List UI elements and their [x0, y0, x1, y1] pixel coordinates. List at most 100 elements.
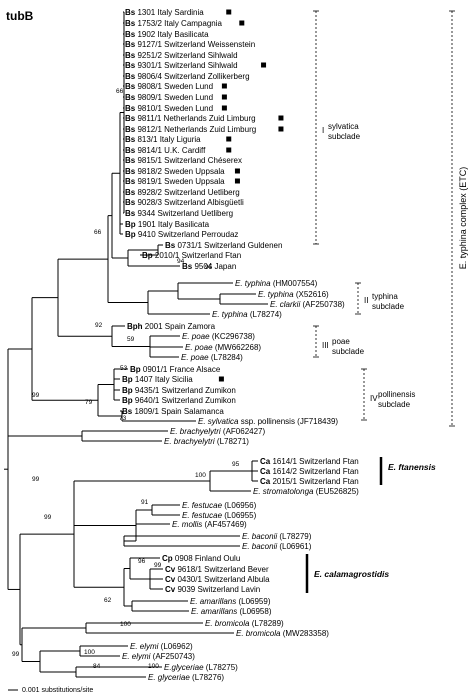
strain-label: 1902 Italy Basilicata [137, 30, 209, 39]
accession: (L06961) [279, 542, 311, 551]
bootstrap-label: 79 [85, 399, 93, 406]
strain-label: 1614/1 Switzerland Ftan [272, 457, 358, 466]
strain-label: 9344 Switzerland Uetliberg [137, 209, 233, 218]
strain-label: 9818/2 Sweden Uppsala [137, 167, 225, 176]
taxon-label: Bs 9810/1 Sweden Lund [125, 104, 213, 113]
subclade-name: subclade [332, 347, 365, 356]
strain-code: Bph [127, 322, 145, 331]
taxon-label: Bph 2001 Spain Zamora [127, 322, 216, 331]
strain-code: Bs [125, 104, 137, 113]
strain-code: Bs [125, 125, 137, 134]
taxon-label: Cv 9618/1 Switzerland Bever [165, 565, 269, 574]
taxon-label: Bs 1753/2 Italy Campagnia [125, 19, 223, 28]
taxon-label: E. baconii (L06961) [242, 542, 312, 551]
strain-code: Bs [125, 82, 137, 91]
taxon-label: Bp 2010/1 Switzerland Ftan [142, 251, 241, 260]
accession: (L78271) [217, 437, 249, 446]
taxon-label: E. festucae (L06955) [182, 511, 257, 520]
strain-code: Bs [125, 19, 137, 28]
taxon-label: Bs 1301 Italy Sardinia [125, 8, 204, 17]
strain-code: Ca [260, 467, 272, 476]
bootstrap-label: 66 [116, 88, 124, 95]
marker-square-icon [261, 62, 267, 68]
bootstrap-values: 6666929495995953797399991009591999662100… [12, 88, 240, 670]
species-name: E. bromicola [205, 619, 252, 628]
accession: (L78279) [279, 532, 311, 541]
accession: (L78275) [206, 663, 238, 672]
strain-code: Bs [125, 135, 137, 144]
marker-square-icon [226, 9, 232, 15]
strain-label: 1901 Italy Basilicata [138, 220, 210, 229]
taxon-label: E. elymi (AF250743) [122, 652, 195, 661]
subclade-numeral: IV [370, 394, 378, 403]
strain-code: Ca [260, 477, 272, 486]
taxon-label: Bs 9811/1 Netherlands Zuid Limburg [125, 114, 256, 123]
strain-code: Bs [125, 114, 137, 123]
taxon-label: Cv 9039 Switzerland Lavin [165, 585, 260, 594]
strain-label: 9301/1 Switzerland Sihlwald [137, 61, 237, 70]
taxon-label: Bs 9815/1 Switzerland Chéserex [125, 156, 242, 165]
accession: (EU526825) [316, 487, 359, 496]
strain-code: Bp [130, 365, 143, 374]
bootstrap-label: 94 [177, 258, 185, 265]
strain-label: 9812/1 Netherlands Zuid Limburg [137, 125, 256, 134]
strain-code: Bp [125, 220, 138, 229]
taxon-label: E. bromicola (L78289) [205, 619, 284, 628]
strain-code: Cv [165, 585, 177, 594]
marker-square-icon [239, 20, 245, 26]
strain-label: 2001 Spain Zamora [145, 322, 216, 331]
strain-code: Cv [165, 565, 177, 574]
strain-label: 813/1 Italy Liguria [137, 135, 201, 144]
taxon-label: Bp 9640/1 Switzerland Zumikon [122, 396, 236, 405]
taxon-label: Bs 9504 Japan [182, 262, 236, 271]
species-name: E. mollis [172, 520, 204, 529]
accession: (AF250743) [153, 652, 196, 661]
marker-square-icon [221, 83, 227, 89]
group-label: E. ftanensis [388, 462, 436, 472]
marker-square-icon [221, 94, 227, 100]
strain-code: Bp [125, 230, 138, 239]
taxon-label: Bs 9251/2 Switzerland Sihlwald [125, 51, 238, 60]
bootstrap-label: 95 [205, 264, 213, 271]
species-name: E. glyceriae [148, 673, 192, 682]
taxon-label: E. festucae (L06956) [182, 501, 257, 510]
taxon-label: E. brachyelytri (AF062427) [170, 427, 265, 436]
strain-code: Bs [125, 61, 137, 70]
species-name: E. brachyelytri [170, 427, 223, 436]
species-name: E. poae [185, 343, 215, 352]
subclade-name: sylvatica [328, 122, 359, 131]
taxon-label: Bs 0731/1 Switzerland Guldenen [165, 241, 282, 250]
strain-code: Bs [125, 198, 137, 207]
species-name: E. elymi [130, 642, 161, 651]
taxon-label: E. typhina (L78274) [212, 310, 282, 319]
subclade-name: subclade [378, 400, 411, 409]
strain-label: 9809/1 Sweden Lund [137, 93, 213, 102]
scale-bar-label: 0.001 substitutions/site [22, 687, 93, 694]
taxon-label: E. elymi (L06962) [130, 642, 193, 651]
bootstrap-label: 53 [120, 365, 128, 372]
accession: (MW662268) [215, 343, 262, 352]
complex-label: E. typhina complex (ETC) [458, 167, 468, 270]
bootstrap-label: 95 [232, 461, 240, 468]
taxon-label: Bp 1407 Italy Sicilia [122, 375, 193, 384]
subclade-name: poae [332, 337, 350, 346]
strain-code: Bs [125, 30, 137, 39]
species-name: E. amarillans [191, 607, 239, 616]
taxon-label: E. clarkii (AF250738) [270, 300, 345, 309]
taxon-label: Bs 9809/1 Sweden Lund [125, 93, 213, 102]
bootstrap-label: 73 [119, 415, 127, 422]
strain-label: 9640/1 Switzerland Zumikon [135, 396, 236, 405]
accession: (L78276) [192, 673, 224, 682]
subclade-name: pollinensis [378, 390, 415, 399]
bootstrap-label: 99 [44, 514, 52, 521]
species-name: E. sylvatica [198, 417, 241, 426]
marker-square-icon [221, 105, 227, 111]
subclade-name: typhina [372, 292, 398, 301]
strain-code: Bs [122, 407, 134, 416]
taxon-label: Cp 0908 Finland Oulu [162, 554, 240, 563]
accession: (HM007554) [273, 279, 318, 288]
marker-square-icon [234, 178, 240, 184]
accession: (L06962) [161, 642, 193, 651]
